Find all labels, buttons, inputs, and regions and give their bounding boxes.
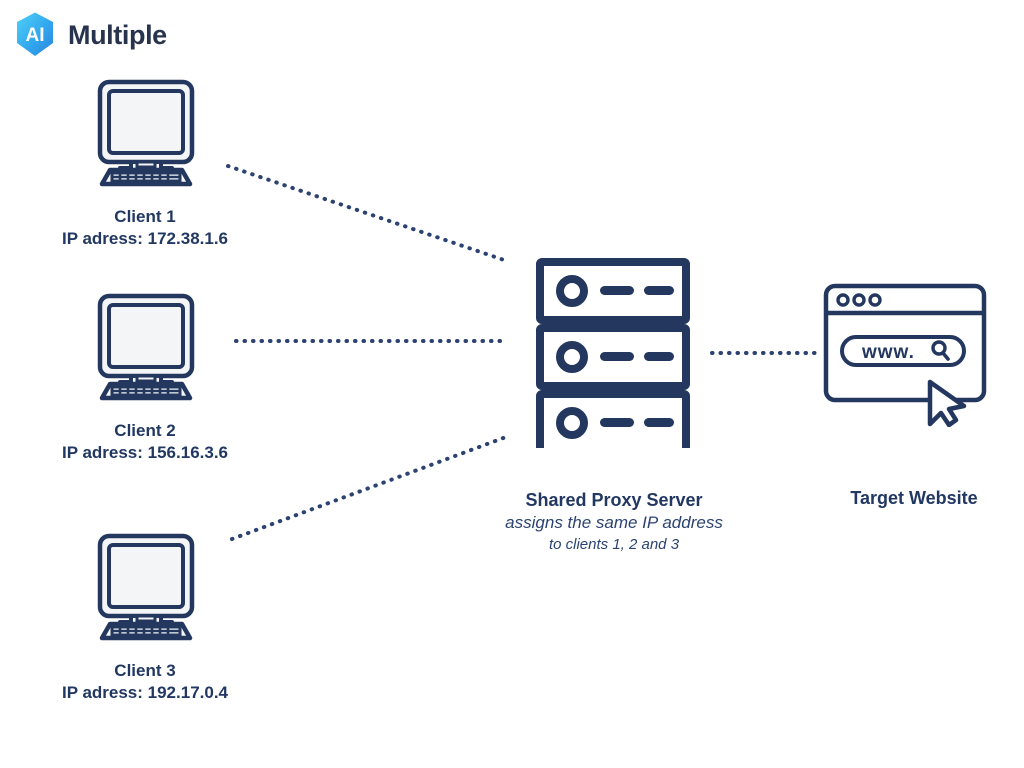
mouse-pointer-icon: [927, 379, 967, 427]
browser-window-icon: www.: [823, 283, 987, 427]
client-2-node: [86, 292, 206, 404]
server-title: Shared Proxy Server: [525, 490, 703, 510]
client-1-node: [86, 78, 206, 190]
magnifier-icon: [931, 340, 950, 361]
server-subtitle-line-2: to clients 1, 2 and 3: [548, 535, 680, 553]
svg-text:www.: www.: [861, 342, 915, 363]
client-1-name: Client 1: [114, 207, 176, 226]
client-3-caption: Client 3 IP adress: 192.17.0.4: [0, 660, 290, 704]
desktop-computer-icon: [97, 79, 195, 187]
client-2-ip: IP adress: 156.16.3.6: [61, 442, 229, 462]
ai-hexagon-icon: AI: [12, 11, 58, 59]
client-3-name: Client 3: [114, 661, 176, 680]
target-website-label: Target Website: [850, 488, 978, 508]
server-unit-3: [536, 390, 690, 448]
server-unit-1: [536, 258, 690, 324]
server-caption: Shared Proxy Server assigns the same IP …: [434, 488, 794, 555]
svg-text:AI: AI: [26, 25, 45, 46]
server-unit-2: [536, 324, 690, 390]
brand-name: Multiple: [68, 19, 167, 50]
desktop-computer-icon: [97, 293, 195, 401]
client-3-ip: IP adress: 192.17.0.4: [61, 682, 229, 702]
client-3-node: [86, 532, 206, 644]
address-search-pill: www.: [840, 335, 966, 367]
shared-proxy-server-node: [528, 258, 708, 448]
server-rack-icon: [536, 258, 690, 448]
brand-logo: AI Multiple: [12, 10, 232, 60]
target-website-node: www.: [820, 282, 1000, 427]
traffic-light-dots: [836, 293, 882, 307]
client-2-caption: Client 2 IP adress: 156.16.3.6: [0, 420, 290, 464]
client-1-ip: IP adress: 172.38.1.6: [61, 228, 229, 248]
server-subtitle-line-1: assigns the same IP address: [505, 513, 723, 533]
desktop-computer-icon: [97, 533, 195, 641]
client-1-caption: Client 1 IP adress: 172.38.1.6: [0, 206, 290, 250]
client-2-name: Client 2: [114, 421, 176, 440]
